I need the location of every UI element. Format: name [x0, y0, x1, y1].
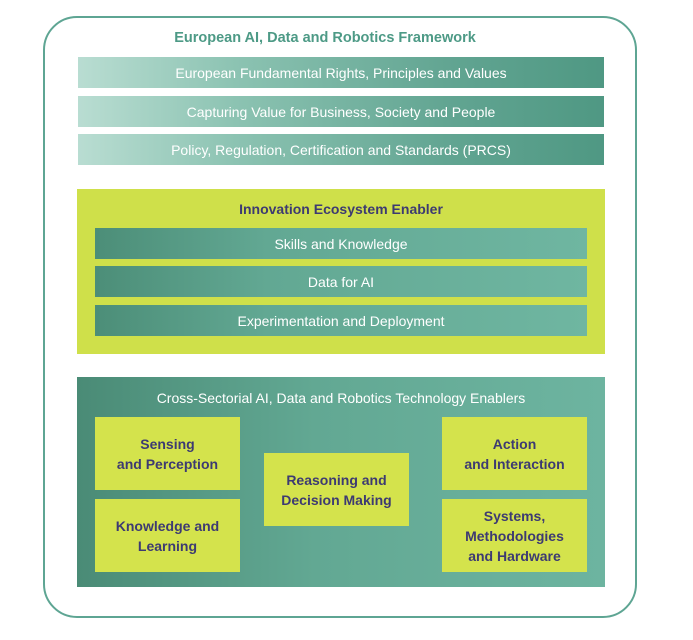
innovation-ecosystem-panel: Innovation Ecosystem Enabler Skills and … — [77, 189, 605, 354]
box-systems-hardware: Systems, Methodologies and Hardware — [442, 499, 587, 572]
innovation-item-skills: Skills and Knowledge — [95, 228, 587, 259]
box-knowledge-learning: Knowledge and Learning — [95, 499, 240, 572]
technology-title: Cross-Sectorial AI, Data and Robotics Te… — [156, 390, 526, 406]
box-action-interaction: Action and Interaction — [442, 417, 587, 490]
innovation-title: Innovation Ecosystem Enabler — [239, 201, 443, 217]
framework-border — [43, 16, 637, 618]
layer-prcs: Policy, Regulation, Certification and St… — [78, 134, 604, 165]
box-sensing-perception: Sensing and Perception — [95, 417, 240, 490]
layer-fundamental-rights: European Fundamental Rights, Principles … — [78, 57, 604, 88]
technology-enablers-panel: Cross-Sectorial AI, Data and Robotics Te… — [77, 377, 605, 587]
framework-title: European AI, Data and Robotics Framework — [174, 30, 476, 46]
layer-capturing-value: Capturing Value for Business, Society an… — [78, 96, 604, 127]
box-reasoning-decision: Reasoning and Decision Making — [264, 453, 409, 526]
innovation-item-experimentation: Experimentation and Deployment — [95, 305, 587, 336]
innovation-item-data: Data for AI — [95, 266, 587, 297]
